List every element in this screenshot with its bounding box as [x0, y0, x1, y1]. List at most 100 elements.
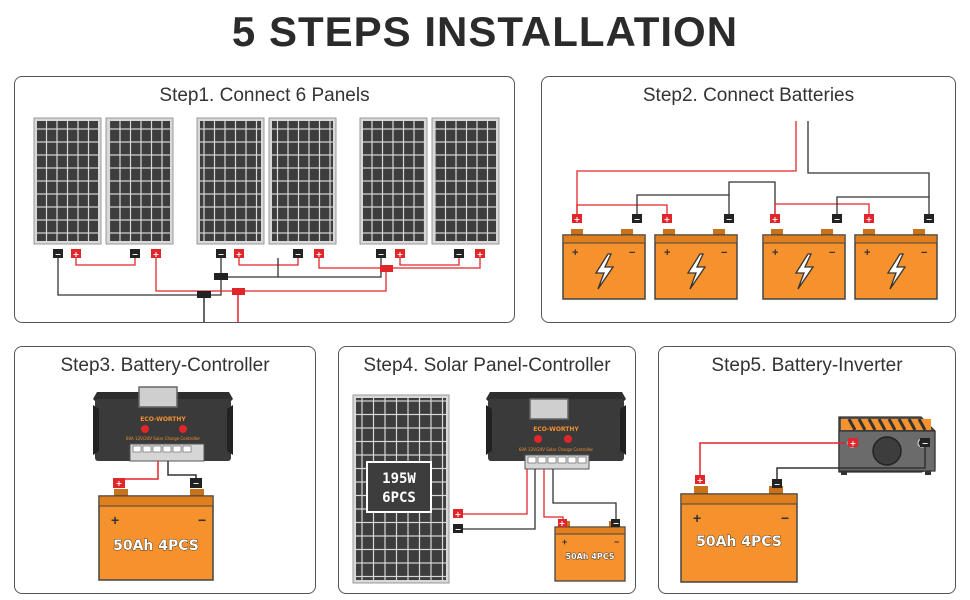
svg-text:+: +	[111, 512, 119, 528]
svg-text:−: −	[132, 250, 139, 259]
negative-terminal-icon: −	[454, 249, 464, 259]
step1-title: Step1. Connect 6 Panels	[159, 85, 370, 106]
positive-terminal-icon: +	[864, 214, 874, 224]
step5-diagram: + − 50Ah 4PCS + − + −	[680, 416, 936, 583]
panel-label-power: 195W	[382, 471, 416, 487]
svg-text:−: −	[774, 480, 781, 489]
panel-label-count: 6PCS	[382, 490, 416, 506]
svg-text:−: −	[455, 525, 462, 534]
svg-text:+: +	[664, 215, 671, 224]
svg-text:−: −	[922, 439, 929, 448]
solar-panel-icon	[359, 117, 428, 245]
solar-panel-icon	[196, 117, 265, 245]
battery-icon: +−	[654, 229, 738, 300]
solar-panel-icon	[431, 117, 500, 245]
negative-terminal-icon: −	[924, 214, 934, 224]
svg-text:+: +	[864, 247, 870, 259]
step4-title: Step4. Solar Panel-Controller	[363, 355, 611, 376]
svg-text:−: −	[198, 512, 206, 528]
negative-terminal-icon: −	[53, 249, 63, 259]
step1-panel: Step1. Connect 6 Panels	[14, 76, 515, 323]
svg-text:−: −	[629, 247, 635, 259]
svg-text:−: −	[721, 247, 727, 259]
svg-text:−: −	[926, 215, 933, 224]
svg-text:+: +	[153, 250, 160, 259]
svg-text:60A 12V/24V Solar Charge Contr: 60A 12V/24V Solar Charge Controller	[519, 447, 593, 452]
step2-title: Step2. Connect Batteries	[642, 85, 855, 106]
charge-controller-icon: ECO-WORTHY 60A 12V/24V Solar Charge Cont…	[93, 386, 233, 462]
negative-terminal-icon: −	[611, 519, 620, 528]
battery-icon: + − 50Ah 4PCS	[98, 489, 214, 581]
positive-terminal-icon: +	[453, 509, 463, 519]
svg-text:+: +	[316, 250, 323, 259]
step4-panel: Step4. Solar Panel-Controller 195W 6PCS …	[338, 346, 636, 594]
positive-terminal-icon: +	[71, 249, 81, 259]
svg-text:+: +	[477, 250, 484, 259]
svg-text:−: −	[614, 537, 619, 547]
step5-panel: Step5. Battery-Inverter + − 5	[658, 346, 956, 594]
positive-terminal-icon: +	[314, 249, 324, 259]
battery-label: 50Ah 4PCS	[696, 534, 782, 550]
positive-terminal-icon: +	[572, 214, 582, 224]
svg-text:−: −	[218, 250, 225, 259]
charge-controller-icon: ECO-WORTHY 60A 12V/24V Solar Charge Cont…	[486, 392, 626, 470]
positive-terminal-icon: +	[770, 214, 780, 224]
svg-text:−: −	[55, 250, 62, 259]
negative-terminal-icon: −	[724, 214, 734, 224]
battery-icon: + − 50Ah 4PCS	[554, 521, 626, 582]
svg-text:+: +	[850, 439, 857, 448]
svg-text:+: +	[455, 510, 462, 519]
battery-label: 50Ah 4PCS	[565, 552, 614, 561]
page-title: 5 STEPS INSTALLATION	[231, 8, 739, 55]
battery-label: 50Ah 4PCS	[113, 538, 199, 554]
negative-terminal-icon: −	[130, 249, 140, 259]
svg-text:60A 12V/24V Solar Charge Contr: 60A 12V/24V Solar Charge Controller	[126, 436, 200, 441]
step5-title: Step5. Battery-Inverter	[711, 355, 903, 376]
svg-text:−: −	[829, 247, 835, 259]
svg-text:−: −	[921, 247, 927, 259]
negative-terminal-icon: −	[453, 524, 463, 534]
battery-icon: +−	[562, 229, 646, 300]
step3-panel: Step3. Battery-Controller ECO-WORTHY 60A…	[14, 346, 316, 594]
svg-text:−: −	[834, 215, 841, 224]
svg-text:+: +	[772, 247, 778, 259]
solar-panel-icon	[268, 117, 337, 245]
svg-text:+: +	[73, 250, 80, 259]
step2-panel: Step2. Connect Batteries +− +− +−	[541, 76, 956, 323]
battery-icon: +−	[854, 229, 938, 300]
lightning-icon	[794, 253, 815, 290]
svg-text:ECO-WORTHY: ECO-WORTHY	[533, 426, 579, 433]
svg-text:+: +	[562, 537, 567, 547]
svg-text:+: +	[866, 215, 873, 224]
step1-diagram: − + − + − + − + − + − +	[33, 117, 500, 322]
svg-text:−: −	[193, 479, 200, 488]
negative-terminal-icon: −	[190, 478, 202, 488]
step3-diagram: ECO-WORTHY 60A 12V/24V Solar Charge Cont…	[93, 386, 233, 581]
svg-text:−: −	[781, 510, 789, 526]
positive-terminal-icon: +	[151, 249, 161, 259]
svg-text:+: +	[236, 250, 243, 259]
svg-text:+: +	[697, 476, 704, 485]
svg-text:+: +	[572, 247, 578, 259]
negative-terminal-icon: −	[216, 249, 226, 259]
step3-title: Step3. Battery-Controller	[60, 355, 270, 376]
svg-text:−: −	[613, 519, 620, 528]
svg-text:−: −	[378, 250, 385, 259]
svg-text:+: +	[574, 215, 581, 224]
svg-text:+: +	[772, 215, 779, 224]
negative-terminal-icon: −	[376, 249, 386, 259]
positive-terminal-icon: +	[234, 249, 244, 259]
positive-terminal-icon: +	[475, 249, 485, 259]
svg-text:ECO-WORTHY: ECO-WORTHY	[140, 416, 186, 423]
svg-text:−: −	[634, 215, 641, 224]
solar-panel-icon	[33, 117, 102, 245]
positive-terminal-icon: +	[662, 214, 672, 224]
negative-terminal-icon: −	[920, 438, 930, 448]
svg-text:−: −	[726, 215, 733, 224]
svg-text:−: −	[295, 250, 302, 259]
battery-icon: + − 50Ah 4PCS	[680, 486, 798, 583]
positive-terminal-icon: +	[395, 249, 405, 259]
positive-terminal-icon: +	[848, 438, 858, 448]
lightning-icon	[594, 253, 615, 290]
positive-terminal-icon: +	[558, 519, 567, 528]
